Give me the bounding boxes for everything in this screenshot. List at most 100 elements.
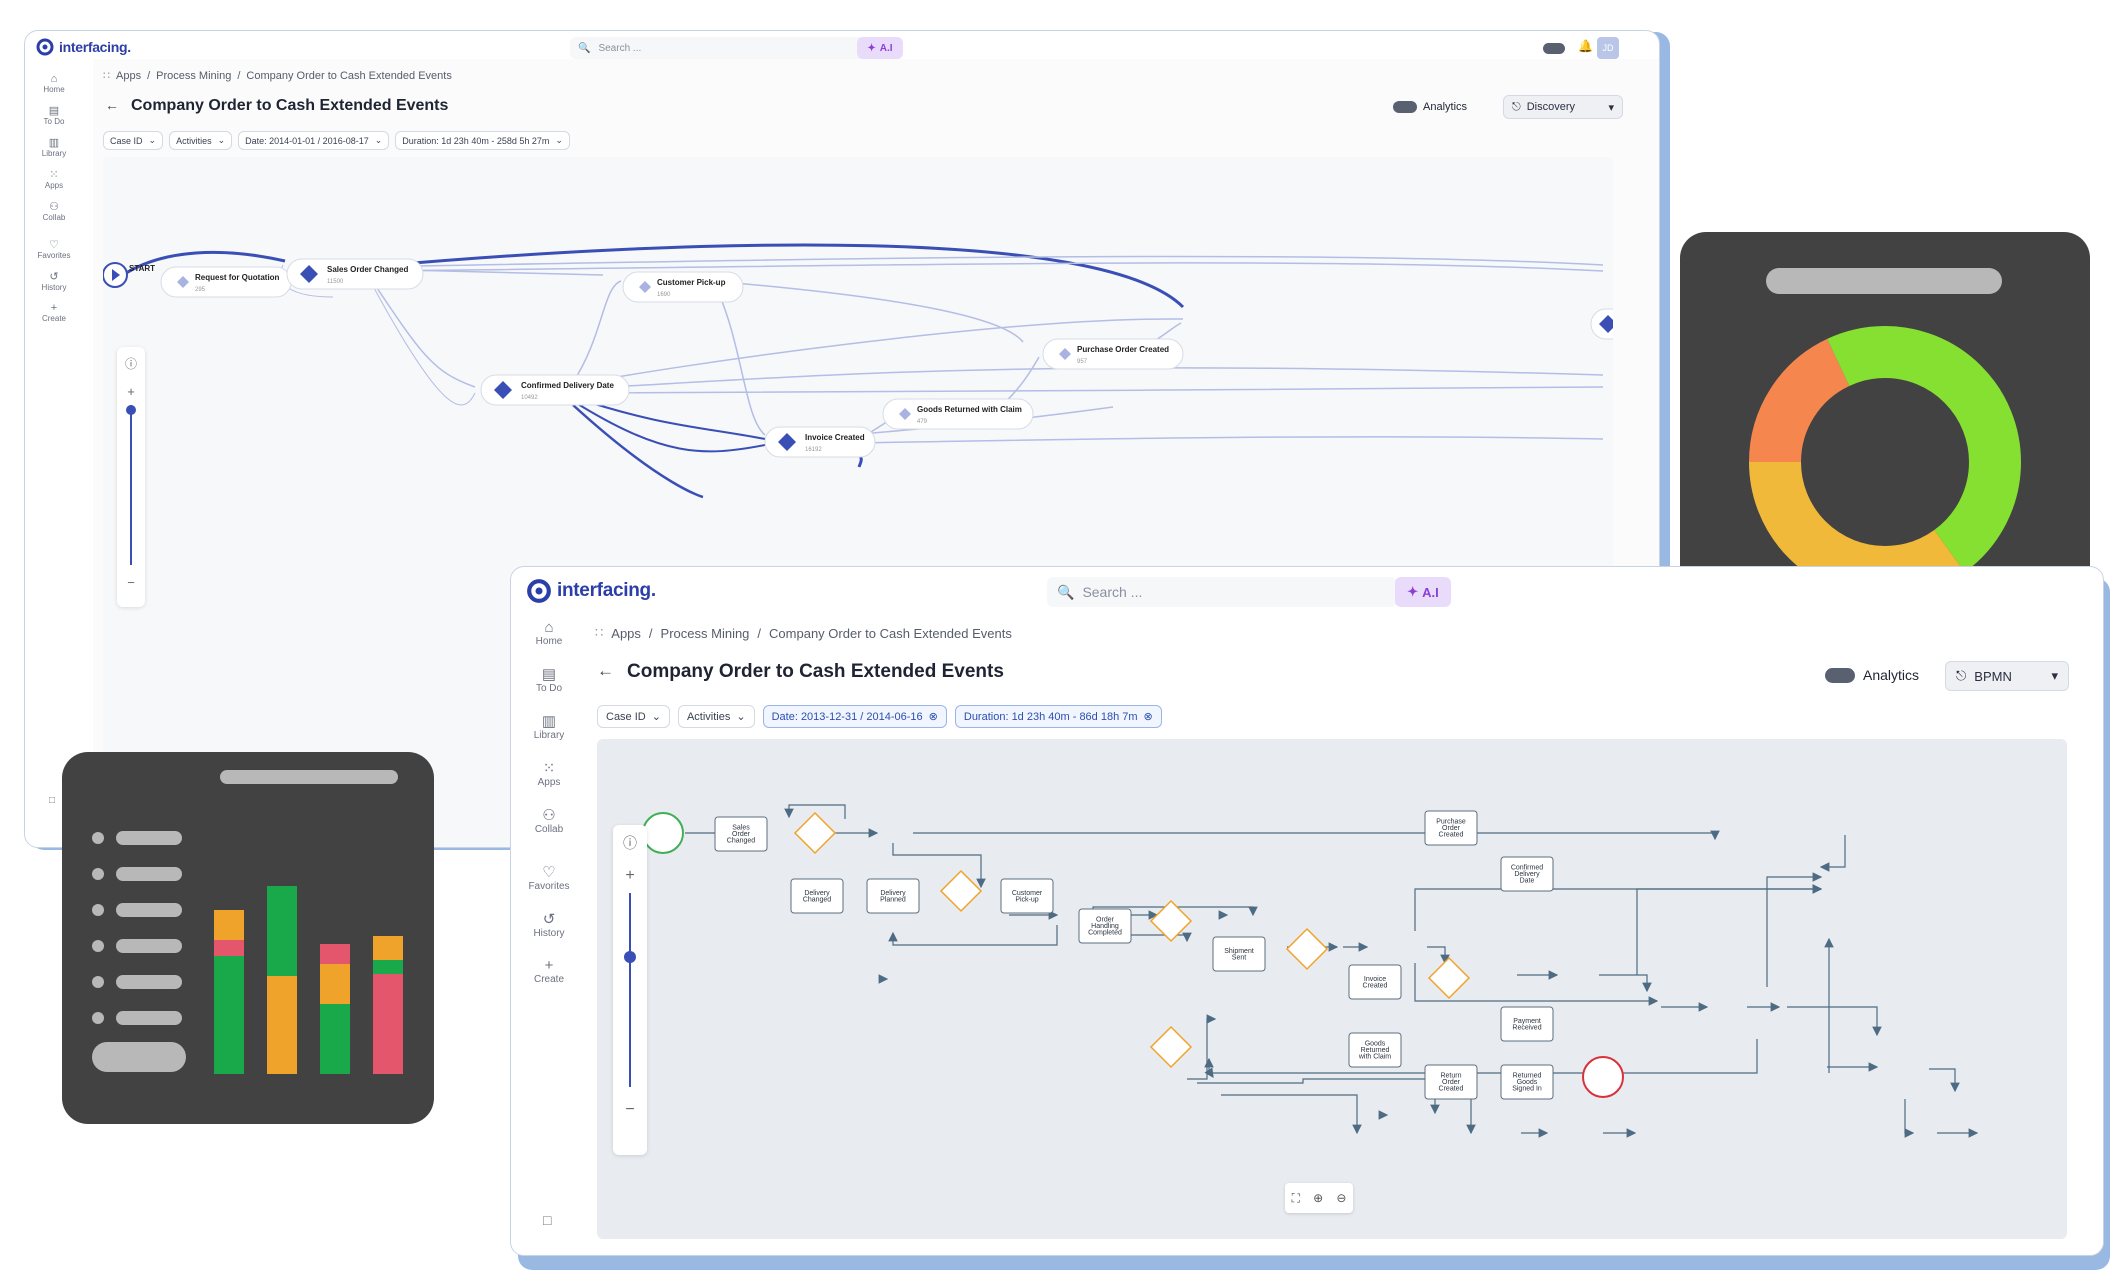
bar-legend — [92, 820, 182, 1036]
exclusive-gateway[interactable] — [1427, 956, 1471, 1000]
view-dropdown[interactable]: ⎋ BPMN ▾ — [1945, 661, 2069, 691]
zoom-in-icon[interactable]: + — [625, 867, 635, 884]
filter-chip[interactable]: Date: 2013-12-31 / 2014-06-16⊗ — [762, 705, 947, 728]
brand-logo[interactable]: interfacing. — [525, 577, 656, 605]
widget-button-placeholder[interactable] — [92, 1042, 186, 1072]
info-icon[interactable]: ⓘ — [623, 835, 637, 851]
start-event[interactable] — [642, 812, 684, 854]
exclusive-gateway[interactable] — [793, 811, 837, 855]
zoom-in-icon[interactable]: + — [127, 384, 135, 399]
sidebar-item-create[interactable]: +Create — [42, 302, 66, 323]
remove-filter-icon[interactable]: ⊗ — [928, 711, 938, 723]
remove-filter-icon[interactable]: ⊗ — [1143, 711, 1153, 723]
filter-chip[interactable]: Date: 2014-01-01 / 2016-08-17⌄ — [238, 131, 390, 150]
breadcrumb-process-mining[interactable]: Process Mining — [156, 69, 232, 82]
breadcrumb-apps[interactable]: Apps — [116, 69, 142, 82]
ai-button[interactable]: ✦A.I — [1395, 577, 1451, 607]
sidebar-item-to-do[interactable]: ▤To Do — [536, 665, 562, 694]
theme-toggle[interactable] — [1543, 43, 1565, 54]
back-arrow-icon[interactable]: ← — [597, 661, 614, 680]
filter-chip[interactable]: Case ID⌄ — [597, 705, 670, 728]
sidebar-item-apps[interactable]: ⁙Apps — [538, 759, 561, 788]
sidebar-item-home[interactable]: ⌂Home — [43, 73, 64, 94]
breadcrumb-apps[interactable]: Apps — [611, 625, 641, 641]
sidebar-item-collab[interactable]: ⚇Collab — [43, 200, 66, 222]
help-icon[interactable]: □ — [543, 1212, 552, 1228]
sidebar-item-to-do[interactable]: ▤To Do — [44, 104, 65, 126]
avatar[interactable]: JD — [1597, 37, 1619, 59]
filter-chip[interactable]: Duration: 1d 23h 40m - 258d 5h 27m⌄ — [395, 131, 570, 150]
sidebar-item-collab[interactable]: ⚇Collab — [535, 806, 563, 835]
sidebar-item-create[interactable]: +Create — [534, 957, 564, 985]
fit-screen-icon[interactable]: ⛶ — [1291, 1190, 1300, 1205]
ai-button[interactable]: ✦A.I — [857, 37, 903, 59]
search-input[interactable]: Search ... — [598, 42, 642, 54]
back-arrow-icon[interactable]: ← — [105, 97, 119, 113]
bar-segment — [214, 956, 244, 1074]
bell-icon[interactable]: 🔔 — [1578, 39, 1593, 53]
brand-logo[interactable]: interfacing. — [35, 37, 131, 57]
zoom-in-icon[interactable]: ⊕ — [1313, 1191, 1324, 1205]
chevron-down-icon: ⌄ — [555, 135, 563, 145]
filter-chip[interactable]: Activities⌄ — [169, 131, 233, 150]
sparkle-icon: ✦ — [867, 42, 876, 54]
sidebar-item-apps[interactable]: ⁙Apps — [45, 168, 63, 190]
help-icon[interactable]: □ — [49, 795, 56, 806]
analytics-toggle[interactable]: Analytics — [1393, 101, 1467, 113]
sidebar-item-history[interactable]: ↺History — [42, 270, 67, 292]
filter-chip[interactable]: Case ID⌄ — [103, 131, 164, 150]
heart-icon: ♡ — [49, 239, 59, 251]
search-bar[interactable]: 🔍 Search ... — [570, 37, 878, 59]
search-input[interactable]: Search ... — [1082, 584, 1143, 600]
zoom-slider[interactable] — [126, 405, 136, 565]
zoom-slider[interactable] — [624, 893, 636, 1087]
end-event[interactable] — [1582, 1056, 1624, 1098]
exclusive-gateway[interactable] — [1149, 899, 1193, 943]
analytics-toggle[interactable]: Analytics — [1825, 667, 1919, 683]
sidebar-item-favorites[interactable]: ♡Favorites — [38, 238, 71, 260]
exclusive-gateway[interactable] — [939, 869, 983, 913]
sidebar-item-home[interactable]: ⌂Home — [536, 619, 563, 647]
exclusive-gateway[interactable] — [1149, 1025, 1193, 1069]
sidebar-item-favorites[interactable]: ♡Favorites — [528, 863, 569, 892]
breadcrumb-process-mining[interactable]: Process Mining — [660, 625, 750, 641]
filter-chip[interactable]: Duration: 1d 23h 40m - 86d 18h 7m⊗ — [954, 705, 1162, 728]
zoom-out-icon[interactable]: − — [127, 575, 135, 590]
sidebar-item-library[interactable]: ▥Library — [534, 712, 565, 741]
zoom-out-icon[interactable]: ⊖ — [1336, 1191, 1347, 1205]
zoom-slider-handle[interactable] — [126, 405, 136, 415]
search-bar[interactable]: 🔍 Search ... — [1047, 577, 1397, 607]
zoom-slider-handle[interactable] — [624, 951, 636, 963]
sidebar-item-library[interactable]: ▥Library — [42, 136, 66, 158]
view-dropdown[interactable]: ⎋ Discovery ▾ — [1503, 95, 1623, 119]
process-node-partial[interactable] — [1590, 308, 1613, 340]
zoom-out-icon[interactable]: − — [625, 1101, 635, 1118]
sidebar-item-history[interactable]: ↺History — [533, 910, 564, 939]
filter-chip[interactable]: Activities⌄ — [677, 705, 755, 728]
sidebar-item-label: Collab — [534, 824, 564, 835]
sequence-flow — [784, 804, 846, 819]
info-icon[interactable]: ⓘ — [124, 357, 137, 371]
exclusive-gateway[interactable] — [1285, 927, 1329, 971]
